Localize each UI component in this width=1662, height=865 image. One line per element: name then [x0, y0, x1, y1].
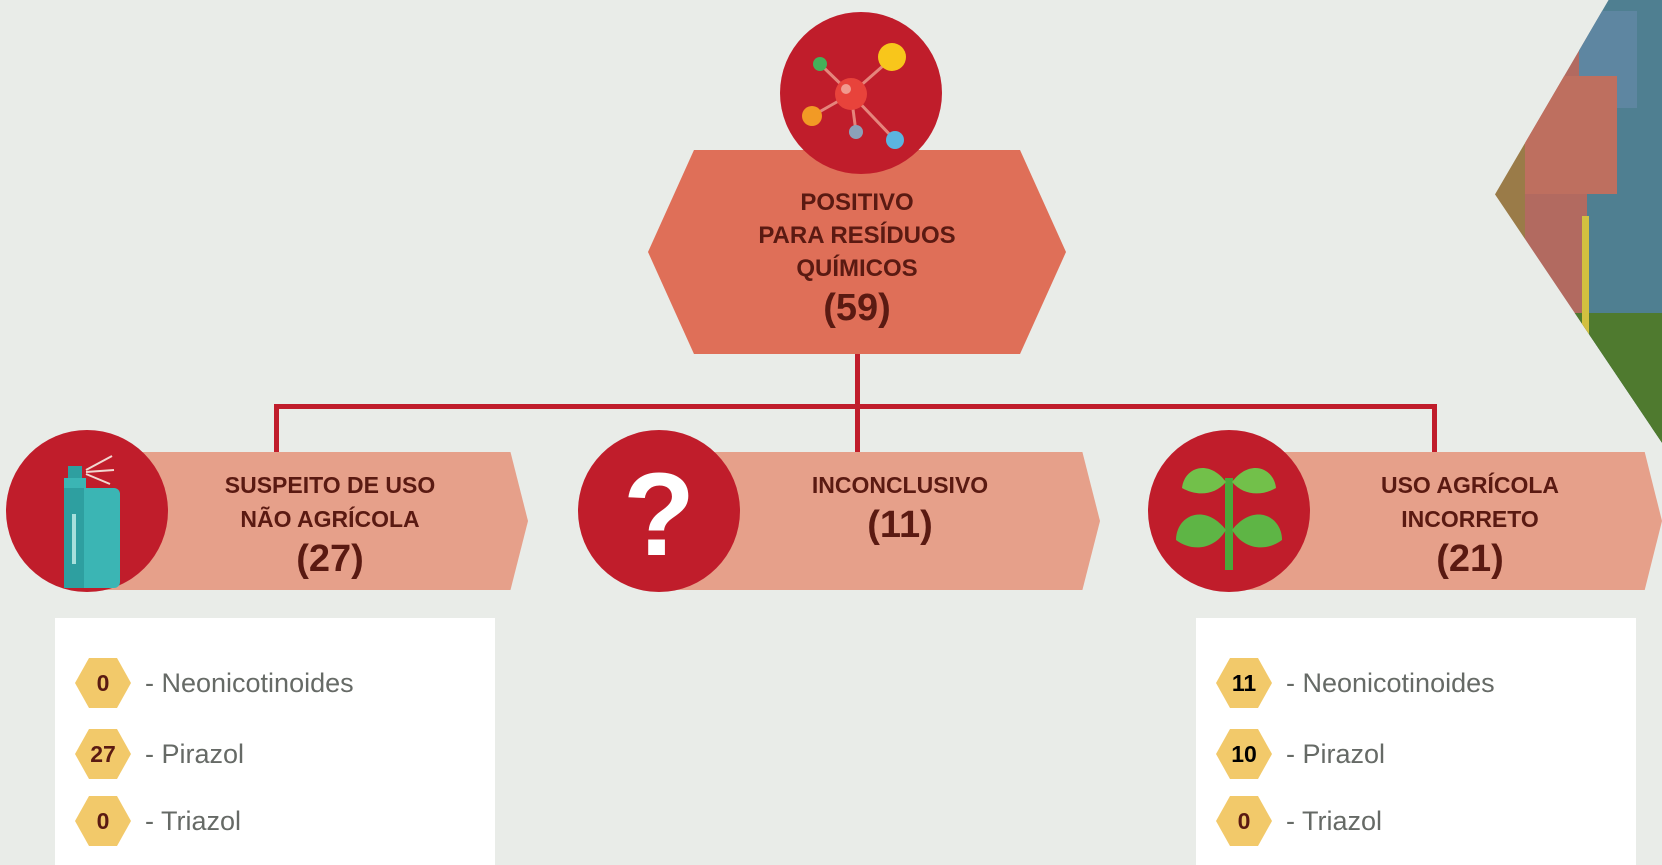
root-title-line2: PARA RESÍDUOS [758, 222, 956, 249]
legend-box-suspeito: 0 - Neonicotinoides 27 - Pirazol 0 - Tri… [55, 618, 495, 865]
question-mark-icon: ? [578, 430, 740, 592]
root-count: (59) [823, 287, 891, 329]
list-item: 0 - Neonicotinoides [75, 653, 354, 713]
list-item: 11 - Neonicotinoides [1216, 653, 1495, 713]
category-uso-agricola-line1: USO AGRÍCOLA [1380, 472, 1560, 498]
root-node-label: POSITIVO PARA RESÍDUOS QUÍMICOS (59) [648, 186, 1066, 331]
count-badge: 0 [75, 796, 131, 846]
connector-right [1432, 404, 1437, 454]
category-suspeito-line2: NÃO AGRÍCOLA [240, 506, 420, 532]
root-node-hexagon [648, 150, 1066, 354]
category-inconclusivo-count: (11) [867, 504, 933, 546]
category-uso-agricola-line2: INCORRETO [1401, 506, 1539, 532]
count-badge: 10 [1216, 729, 1272, 779]
spray-can-icon [6, 430, 168, 592]
category-uso-agricola-label: USO AGRÍCOLA INCORRETO (21) [1330, 468, 1610, 582]
list-item: 27 - Pirazol [75, 724, 244, 784]
svg-text:?: ? [623, 449, 695, 581]
connector-middle [855, 404, 860, 454]
count-badge: 11 [1216, 658, 1272, 708]
list-item: 0 - Triazol [1216, 791, 1382, 851]
pesticide-label: - Neonicotinoides [1286, 667, 1495, 698]
category-uso-agricola-count: (21) [1436, 538, 1504, 580]
pesticide-label: - Triazol [145, 805, 242, 836]
category-suspeito-count: (27) [296, 538, 364, 580]
category-suspeito-line1: SUSPEITO DE USO [224, 472, 436, 498]
list-item: 0 - Triazol [75, 791, 241, 851]
pesticide-label: - Triazol [1286, 805, 1383, 836]
category-inconclusivo-line1: INCONCLUSIVO [811, 472, 989, 498]
count-badge: 0 [75, 658, 131, 708]
count-badge: 27 [75, 729, 131, 779]
category-inconclusivo-label: INCONCLUSIVO (11) [760, 468, 1040, 548]
sprout-icon [1148, 430, 1310, 592]
category-suspeito-label: SUSPEITO DE USO NÃO AGRÍCOLA (27) [190, 468, 470, 582]
molecule-icon [780, 12, 942, 174]
count-badge: 0 [1216, 796, 1272, 846]
pesticide-label: - Neonicotinoides [145, 667, 354, 698]
list-item: 10 - Pirazol [1216, 724, 1385, 784]
connector-left [274, 404, 279, 454]
pesticide-label: - Pirazol [1286, 738, 1386, 769]
root-title-line1: POSITIVO [800, 189, 914, 216]
legend-box-uso-agricola: 11 - Neonicotinoides 10 - Pirazol 0 - Tr… [1196, 618, 1636, 865]
root-title-line3: QUÍMICOS [796, 255, 918, 282]
connector-vertical-root [855, 352, 860, 406]
pesticide-label: - Pirazol [145, 738, 245, 769]
